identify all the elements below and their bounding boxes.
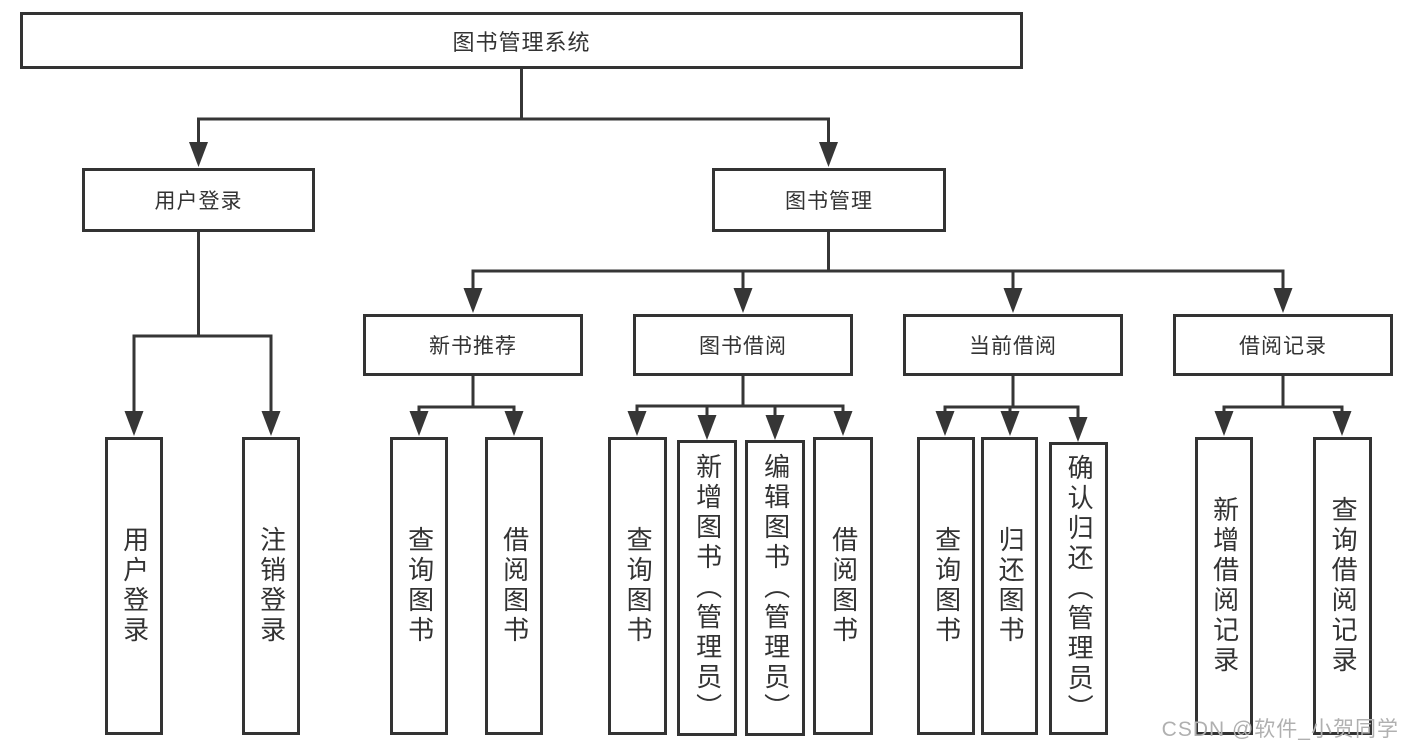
leaf-label: 查询图书	[623, 526, 654, 646]
leaf-label: 确认归还（管理员）	[1064, 453, 1095, 724]
leaf-label: 借阅图书	[499, 526, 530, 646]
node-book-borrowing: 图书借阅	[633, 314, 853, 376]
leaf-label: 注销登录	[256, 526, 287, 646]
connector-records-to-leaves	[1214, 374, 1352, 436]
node-book-management: 图书管理	[712, 168, 946, 232]
connector-bookmgmt-to-level3	[463, 230, 1293, 313]
leaf-confirm-return-admin: 确认归还（管理员）	[1049, 442, 1108, 735]
node-label: 图书管理	[785, 190, 873, 213]
leaf-add-book-admin: 新增图书（管理员）	[677, 440, 737, 736]
leaf-logout: 注销登录	[242, 437, 300, 735]
leaf-edit-book-admin: 编辑图书（管理员）	[745, 440, 805, 736]
leaf-return-books: 归还图书	[981, 437, 1038, 735]
leaf-borrow-books: 借阅图书	[813, 437, 873, 735]
leaf-label: 归还图书	[995, 526, 1026, 646]
connector-borrow-to-leaves	[627, 374, 853, 440]
leaf-borrow-books-recommend: 借阅图书	[485, 437, 543, 735]
node-label: 图书管理系统	[452, 29, 591, 55]
leaf-label: 用户登录	[119, 526, 150, 646]
leaf-query-books-current: 查询图书	[917, 437, 975, 735]
node-library-management-system: 图书管理系统	[20, 12, 1023, 69]
leaf-label: 借阅图书	[828, 526, 859, 646]
leaf-query-books-recommend: 查询图书	[390, 437, 448, 735]
node-new-book-recommend: 新书推荐	[363, 314, 583, 376]
node-label: 当前借阅	[969, 335, 1057, 358]
node-label: 新书推荐	[429, 335, 517, 358]
leaf-label: 新增借阅记录	[1209, 496, 1240, 676]
node-label: 用户登录	[154, 190, 243, 213]
node-user-login: 用户登录	[82, 168, 315, 232]
leaf-label: 查询图书	[931, 526, 962, 646]
leaf-user-login: 用户登录	[105, 437, 163, 735]
connector-newbook-to-leaves	[409, 374, 524, 436]
leaf-label: 查询图书	[404, 526, 435, 646]
connector-root-to-level2	[189, 67, 838, 167]
node-label: 图书借阅	[699, 335, 787, 358]
leaf-query-borrow-record: 查询借阅记录	[1313, 437, 1372, 735]
watermark: CSDN @软件_小贺同学	[1161, 718, 1399, 741]
node-current-borrowing: 当前借阅	[903, 314, 1123, 376]
connector-userlogin-to-leaves	[124, 230, 281, 436]
connector-current-to-leaves	[935, 374, 1088, 442]
leaf-label: 查询借阅记录	[1328, 496, 1359, 676]
leaf-label: 新增图书（管理员）	[692, 453, 723, 723]
leaf-label: 编辑图书（管理员）	[760, 453, 791, 723]
node-label: 借阅记录	[1239, 335, 1327, 358]
leaf-add-borrow-record: 新增借阅记录	[1195, 437, 1253, 735]
node-borrowing-records: 借阅记录	[1173, 314, 1393, 376]
leaf-query-books-borrow: 查询图书	[608, 437, 667, 735]
